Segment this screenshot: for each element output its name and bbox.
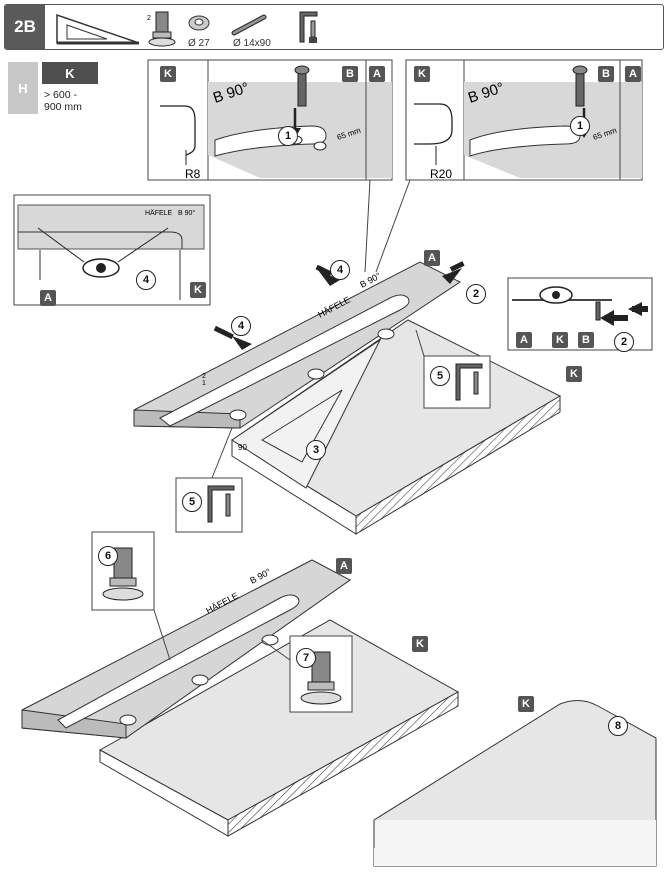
spec-line-1: > 600 - xyxy=(44,89,77,101)
pin-label: Ø 14x90 xyxy=(233,38,271,49)
k-callout: K xyxy=(412,636,428,652)
spec-line-2: 900 mm xyxy=(44,101,82,113)
step-5-callout: 5 xyxy=(182,492,202,512)
arrows xyxy=(213,261,628,350)
worktop-panel-3 xyxy=(373,700,657,867)
radius-r8-label: R8 xyxy=(185,167,201,181)
worktop-panel-2 xyxy=(98,619,460,837)
step-2-callout: 2 xyxy=(614,332,634,352)
clamp-inset-2 xyxy=(175,427,243,533)
detail-right: R20 B 90° 65 mm xyxy=(405,59,643,181)
router-inset-6 xyxy=(91,531,171,661)
b-callout: B xyxy=(598,66,614,82)
a-callout: A xyxy=(40,290,56,306)
inset-brand: HÄFELE xyxy=(145,209,173,217)
tools-header: 2B 2 Ø 27 Ø 14x90 xyxy=(4,4,664,50)
step-1-callout: 1 xyxy=(278,126,298,146)
k-callout: K xyxy=(160,66,176,82)
template-a-2: HÄFELE B 90° xyxy=(21,559,351,739)
step-7-callout: 7 xyxy=(296,648,316,668)
step-6-callout: 6 xyxy=(98,546,118,566)
step-5-callout: 5 xyxy=(430,366,450,386)
set-square: 90 xyxy=(231,338,382,489)
a-callout: A xyxy=(336,558,352,574)
step-4-callout: 4 xyxy=(136,270,156,290)
template-a-1: HÄFELE B 90° 2 1 xyxy=(133,261,461,429)
step-4-callout: 4 xyxy=(330,260,350,280)
template-1-mark-2: 2 xyxy=(202,373,206,380)
eye-inset-left: HÄFELE B 90° xyxy=(13,194,211,306)
h-badge: H xyxy=(8,62,38,114)
k-callout: K xyxy=(190,282,206,298)
pin-icon xyxy=(231,14,267,36)
step-8-callout: 8 xyxy=(608,716,628,736)
svg-text:2: 2 xyxy=(147,15,151,22)
router-icon: 2 xyxy=(147,11,176,47)
radius-r20-label: R20 xyxy=(430,167,452,181)
k-callout: K xyxy=(552,332,568,348)
b-callout: B xyxy=(578,332,594,348)
clamp-icon xyxy=(299,11,318,43)
step-4-callout: 4 xyxy=(231,316,251,336)
k-callout: K xyxy=(566,366,582,382)
step-number: 2B xyxy=(5,5,45,49)
a-callout: A xyxy=(424,250,440,266)
template-1-mark-1: 1 xyxy=(202,380,206,387)
step-1-callout: 1 xyxy=(570,116,590,136)
a-callout: A xyxy=(516,332,532,348)
k-callout: K xyxy=(414,66,430,82)
step-3-callout: 3 xyxy=(306,440,326,460)
clamp-inset-1 xyxy=(415,329,491,409)
a-callout: A xyxy=(369,66,385,82)
k-badge: K xyxy=(42,62,98,84)
scale-label: 90 xyxy=(238,443,247,452)
k-callout: K xyxy=(518,696,534,712)
washer-icon xyxy=(188,15,210,31)
step-2-callout: 2 xyxy=(466,284,486,304)
thickness-spec: > 600 - 900 mm xyxy=(44,89,82,113)
b-callout: B xyxy=(342,66,358,82)
a-callout: A xyxy=(625,66,641,82)
washer-label: Ø 27 xyxy=(188,38,210,49)
inset-angle: B 90° xyxy=(178,209,195,217)
set-square-icon xyxy=(56,13,140,45)
